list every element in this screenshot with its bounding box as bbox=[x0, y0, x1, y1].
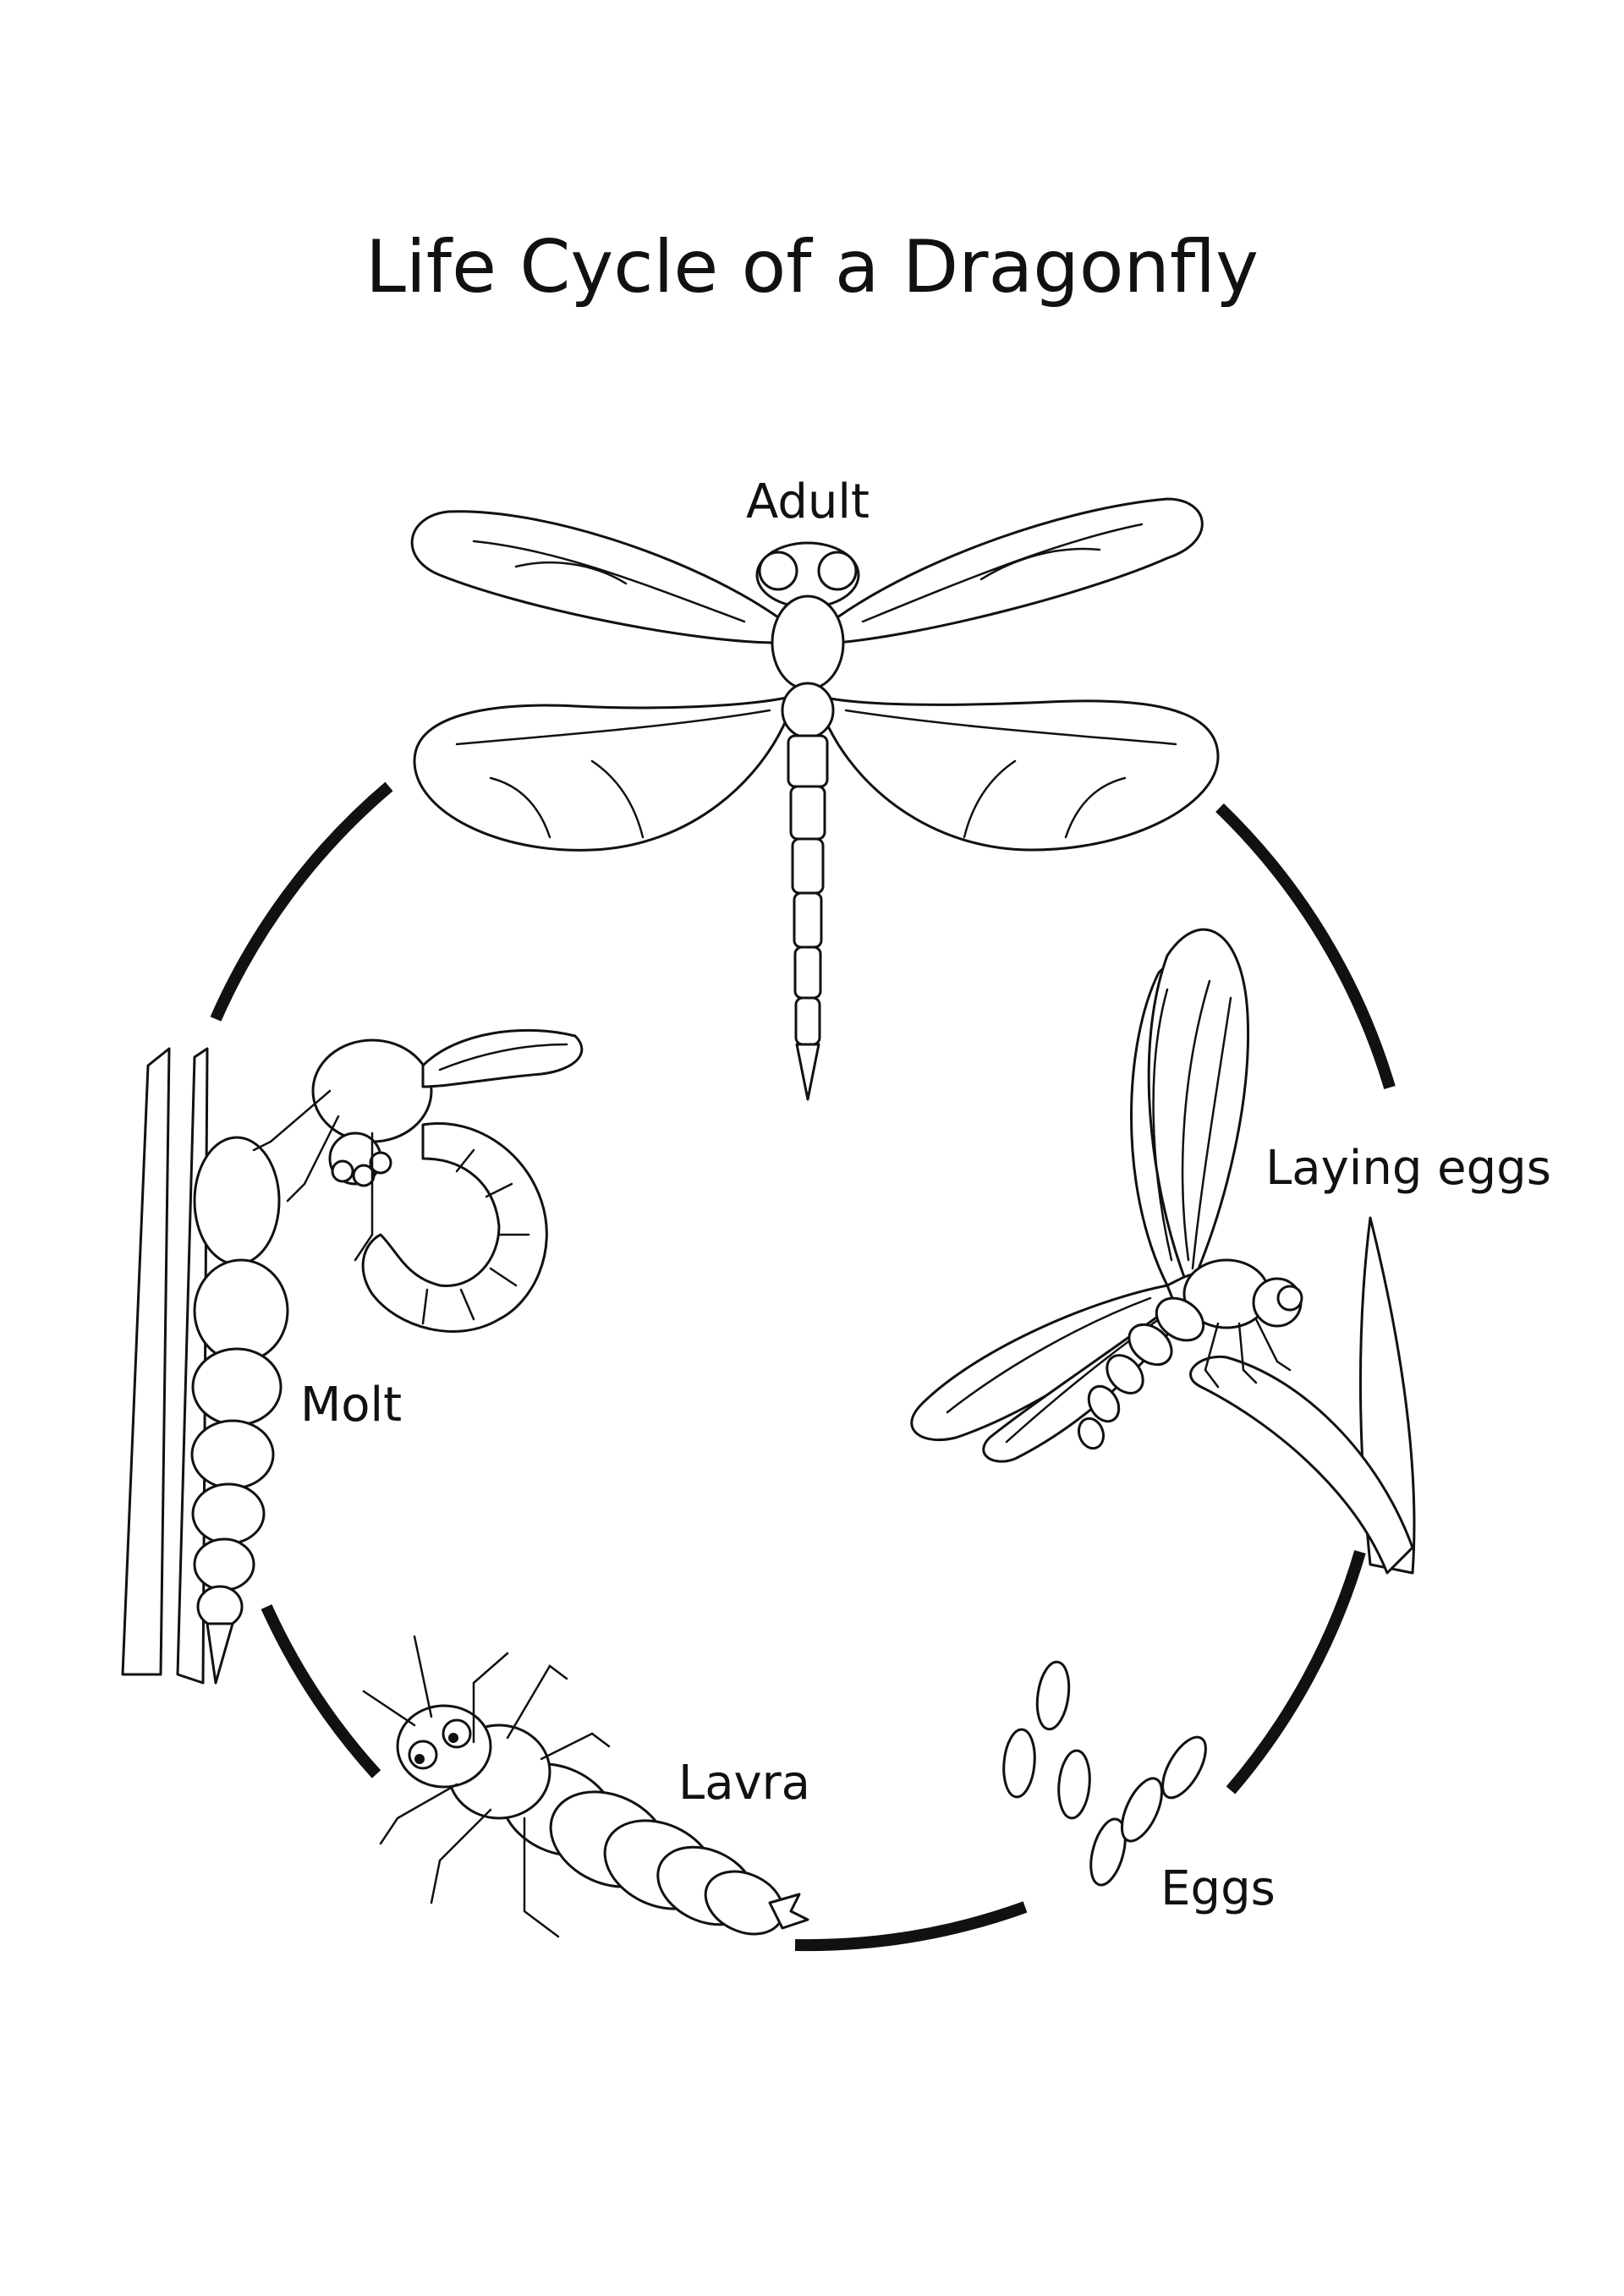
molt-exuvia bbox=[192, 1137, 288, 1683]
adult-abdomen bbox=[788, 736, 827, 1099]
stage-label-molt: Molt bbox=[300, 1378, 402, 1433]
eggs-illustration bbox=[1001, 1660, 1215, 1888]
stage-label-adult: Adult bbox=[746, 474, 870, 529]
molt-illustration bbox=[123, 1030, 582, 1683]
egg bbox=[1056, 1750, 1093, 1820]
cycle-arc-molt-to-adult bbox=[216, 786, 389, 1019]
molt-emerging-wing bbox=[423, 1030, 582, 1087]
cycle-arc-laying-to-eggs bbox=[1231, 1552, 1360, 1790]
adult-wing-lower-right bbox=[825, 698, 1218, 850]
egg bbox=[1001, 1729, 1038, 1799]
stage-label-laying-eggs: Laying eggs bbox=[1265, 1141, 1551, 1196]
egg bbox=[1154, 1730, 1214, 1804]
stage-label-larva: Lavra bbox=[678, 1756, 810, 1811]
plant-stem bbox=[123, 1049, 169, 1674]
cycle-arc-larva-to-molt bbox=[266, 1607, 376, 1774]
adult-wing-upper-right bbox=[837, 499, 1202, 643]
stage-label-eggs: Eggs bbox=[1160, 1861, 1276, 1916]
page-title: Life Cycle of a Dragonfly bbox=[365, 225, 1259, 310]
adult-dragonfly-illustration bbox=[412, 499, 1218, 1099]
adult-wing-upper-left bbox=[412, 512, 778, 643]
larva-eye bbox=[409, 1741, 436, 1768]
adult-thorax bbox=[772, 596, 843, 689]
laying-eggs-illustration bbox=[912, 929, 1414, 1573]
egg bbox=[1034, 1660, 1073, 1731]
adult-wing-lower-left bbox=[414, 698, 787, 850]
larva-eye bbox=[443, 1720, 470, 1747]
cycle-arc-eggs-to-larva bbox=[795, 1907, 1025, 1945]
molt-emerging-abdomen bbox=[363, 1123, 546, 1331]
